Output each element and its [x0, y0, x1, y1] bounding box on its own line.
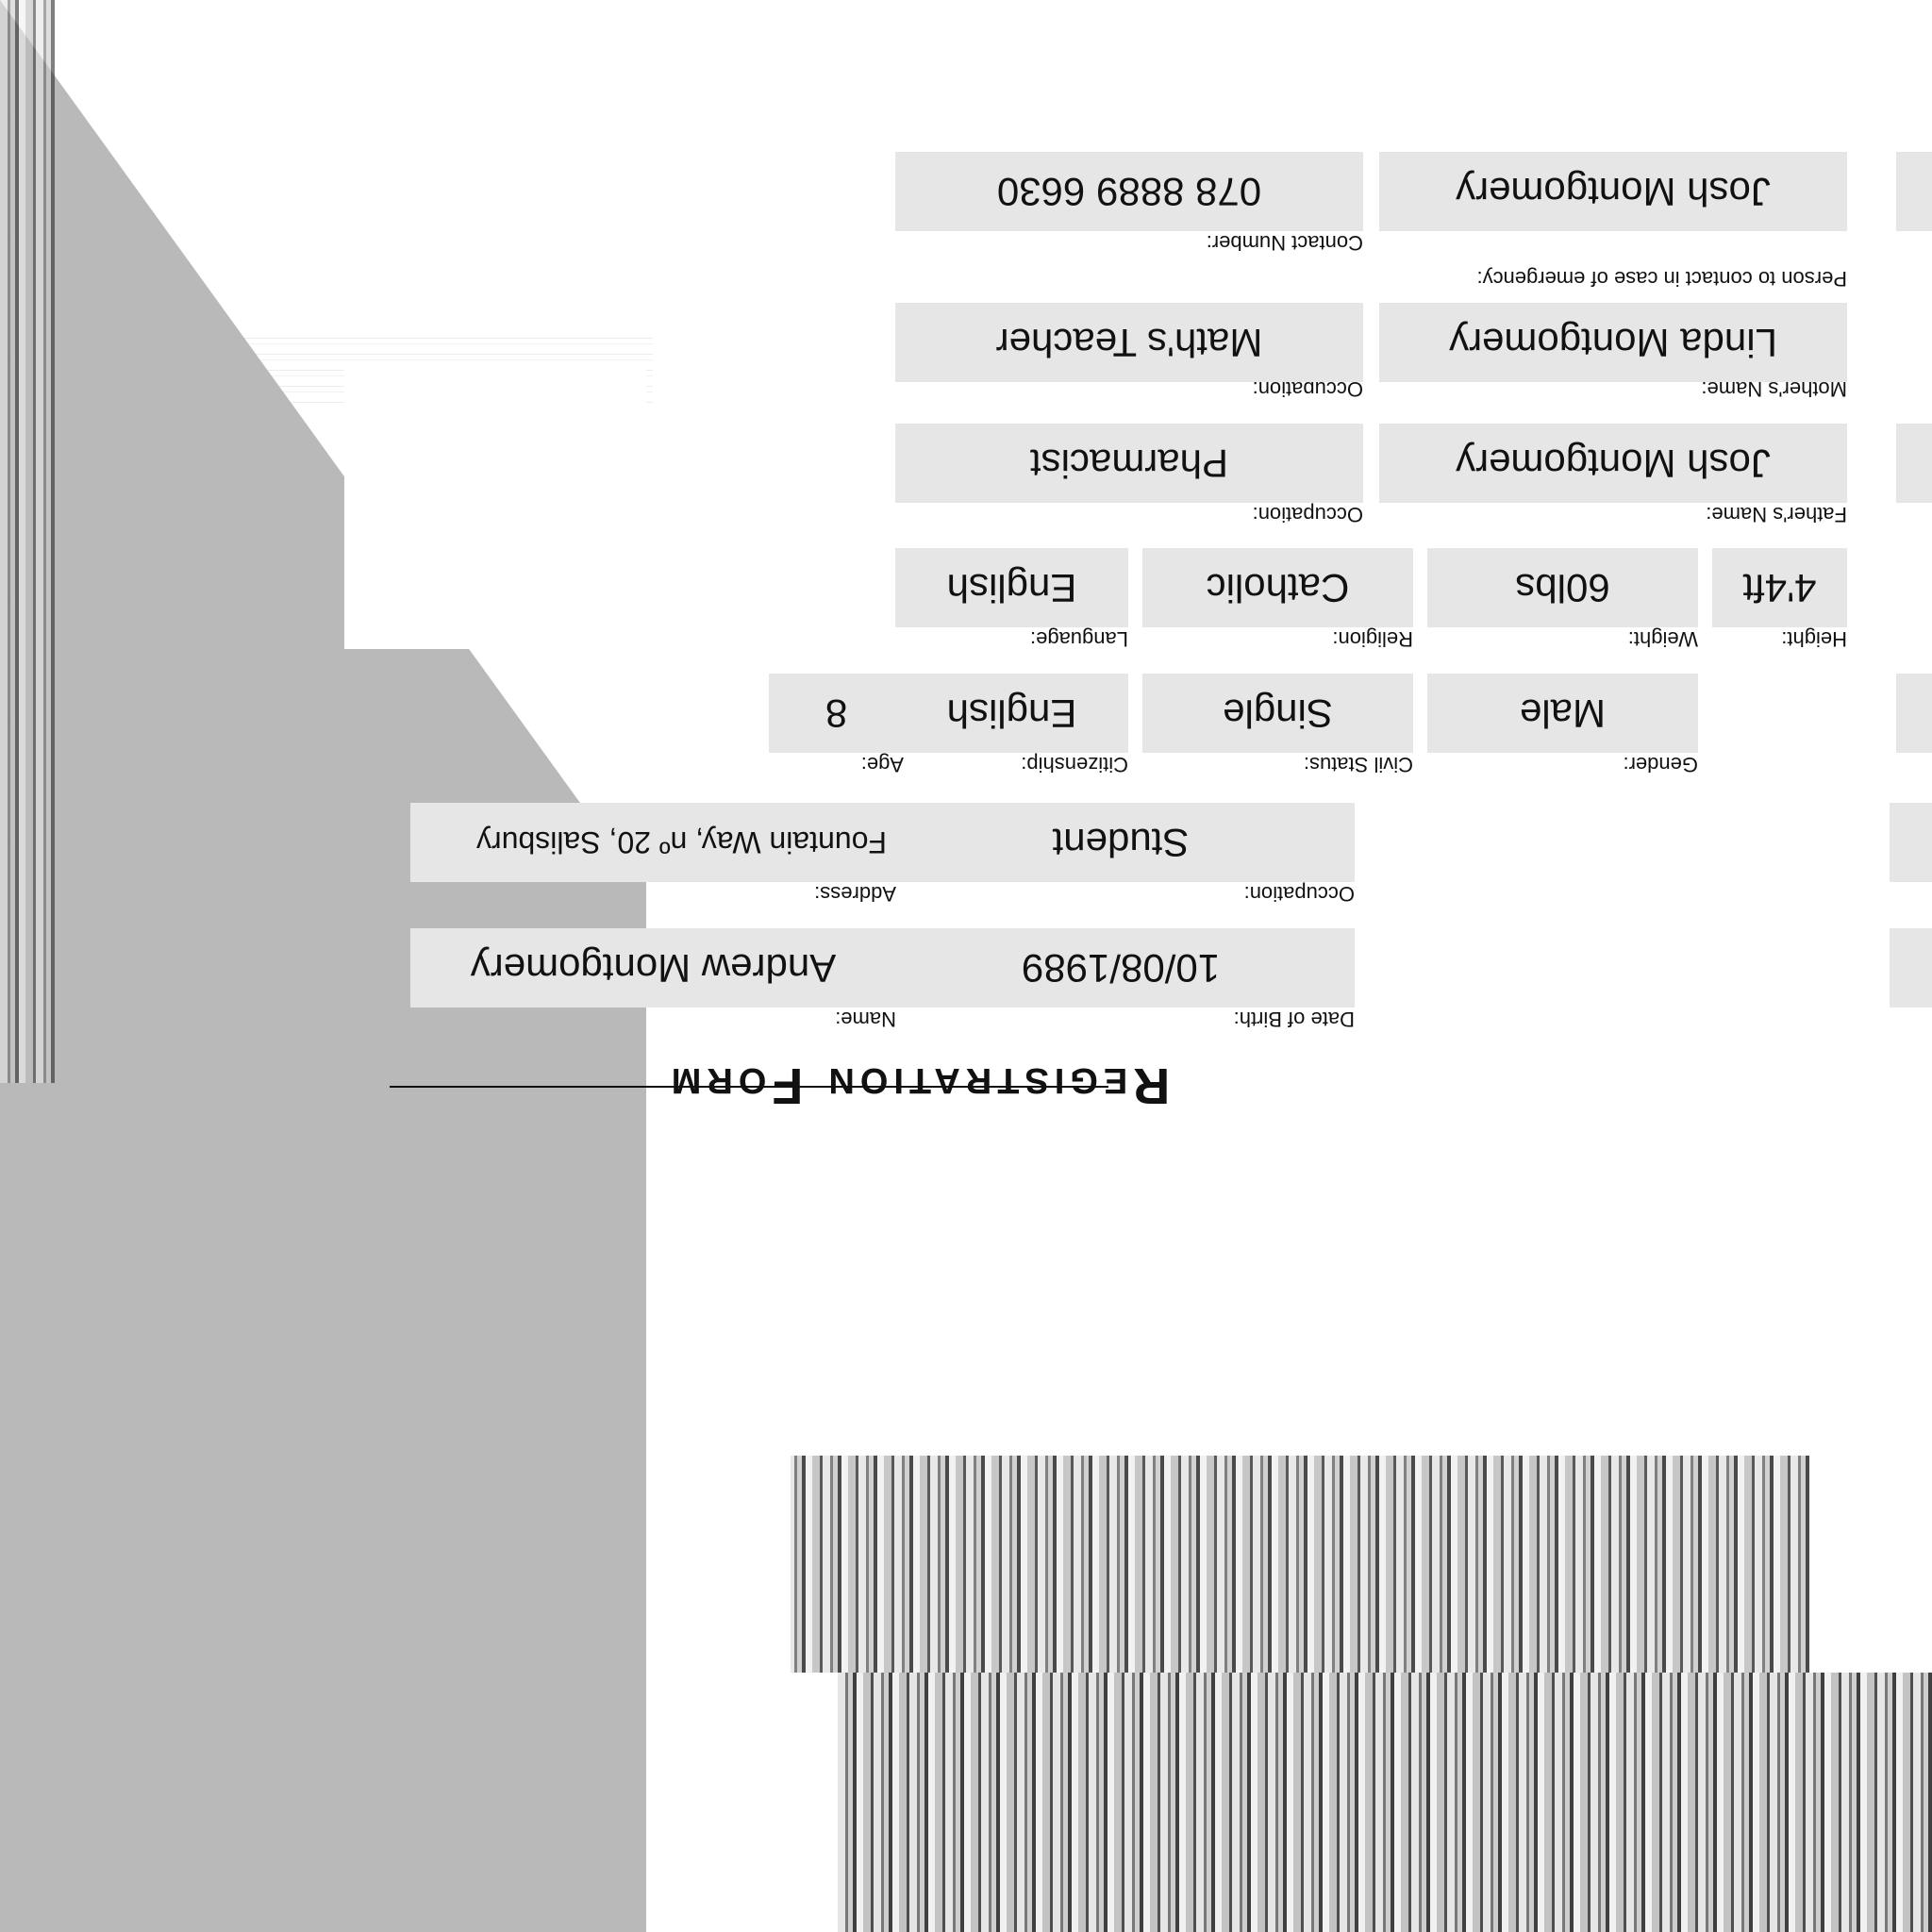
contact-number-field[interactable]: 078 8889 6630 [895, 152, 1363, 231]
emergency-contact-field[interactable]: Josh Montgomery [1379, 152, 1847, 231]
citizenship-label: Citizenship: [1021, 753, 1128, 776]
address-label: Address: [814, 882, 896, 906]
language-label: Language: [1030, 627, 1128, 651]
language-field[interactable]: English [895, 548, 1128, 627]
fathers-name-field[interactable]: Josh Montgomery [1379, 424, 1847, 503]
religion-label: Religion: [1332, 627, 1413, 651]
date-of-birth-field[interactable]: 10/08/1989 [887, 928, 1355, 1008]
partial-field-sliver [1896, 674, 1932, 753]
fathers-name-label: Father's Name: [1706, 503, 1847, 526]
age-field[interactable]: 8 [769, 674, 904, 753]
weight-field[interactable]: 60lbs [1427, 548, 1698, 627]
background-barcode-band-side [0, 0, 55, 1083]
height-field[interactable]: 4'4ft [1712, 548, 1847, 627]
father-occupation-field[interactable]: Pharmacist [895, 424, 1363, 503]
religion-field[interactable]: Catholic [1142, 548, 1413, 627]
name-label: Name: [835, 1008, 896, 1031]
age-label: Age: [860, 753, 904, 776]
occupation-label: Occupation: [1243, 882, 1355, 906]
date-of-birth-label: Date of Birth: [1233, 1008, 1355, 1031]
background-gray-panel [0, 847, 646, 1932]
partial-field-sliver [1890, 928, 1932, 1008]
contact-number-label: Contact Number: [1206, 231, 1363, 255]
civil-status-field[interactable]: Single [1142, 674, 1413, 753]
address-field[interactable]: Fountain Way, nº 20, Salisbury [410, 803, 896, 882]
gender-label: Gender: [1623, 753, 1699, 776]
background-white-notch [344, 366, 646, 649]
citizenship-field[interactable]: English [895, 674, 1128, 753]
father-occupation-label: Occupation: [1252, 503, 1363, 526]
occupation-field[interactable]: Student [887, 803, 1355, 882]
civil-status-label: Civil Status: [1303, 753, 1413, 776]
mother-occupation-field[interactable]: Math's Teacher [895, 303, 1363, 382]
partial-field-sliver [1890, 803, 1932, 882]
emergency-contact-label: Person to contact in case of emergency: [1476, 267, 1847, 291]
gender-field[interactable]: Male [1427, 674, 1698, 753]
weight-label: Weight: [1627, 627, 1698, 651]
background-barcode-band-mid [791, 1456, 1809, 1673]
title-divider [390, 1086, 1108, 1088]
height-label: Height: [1781, 627, 1847, 651]
partial-field-sliver [1896, 424, 1932, 503]
background-barcode-band-top [838, 1673, 1932, 1932]
mothers-name-field[interactable]: Linda Montgomery [1379, 303, 1847, 382]
partial-field-sliver [1896, 152, 1932, 231]
name-field[interactable]: Andrew Montgomery [410, 928, 896, 1008]
